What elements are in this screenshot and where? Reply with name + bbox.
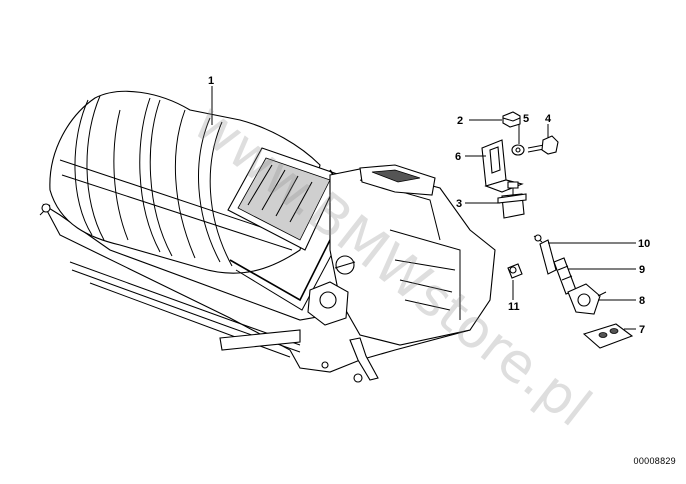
part-3-rubber-mount[interactable]	[497, 181, 527, 219]
heater-housing-assembly[interactable]	[39, 90, 496, 383]
callout-8: 8	[639, 295, 645, 307]
callout-2: 2	[457, 115, 463, 127]
callout-4: 4	[545, 113, 552, 125]
callout-11: 11	[508, 301, 520, 313]
part-7-mounting-plate[interactable]	[582, 323, 634, 349]
part-2-nut[interactable]	[502, 111, 521, 128]
callout-6: 6	[455, 151, 461, 163]
callout-7: 7	[639, 324, 645, 336]
callout-5: 5	[523, 113, 529, 125]
part-4-bolt[interactable]	[527, 135, 559, 155]
callout-1: 1	[208, 75, 214, 87]
leader-lines	[211, 86, 636, 330]
part-8-actuator[interactable]	[567, 283, 607, 315]
reference-number: 00008829	[633, 456, 676, 466]
part-11-plug[interactable]	[507, 263, 523, 279]
part-9-linkage-tube[interactable]	[553, 257, 577, 295]
callout-10: 10	[638, 238, 650, 250]
part-10-rod[interactable]	[533, 234, 557, 275]
part-5-washer[interactable]	[511, 144, 525, 156]
callout-9: 9	[639, 264, 645, 276]
callout-3: 3	[456, 198, 462, 210]
